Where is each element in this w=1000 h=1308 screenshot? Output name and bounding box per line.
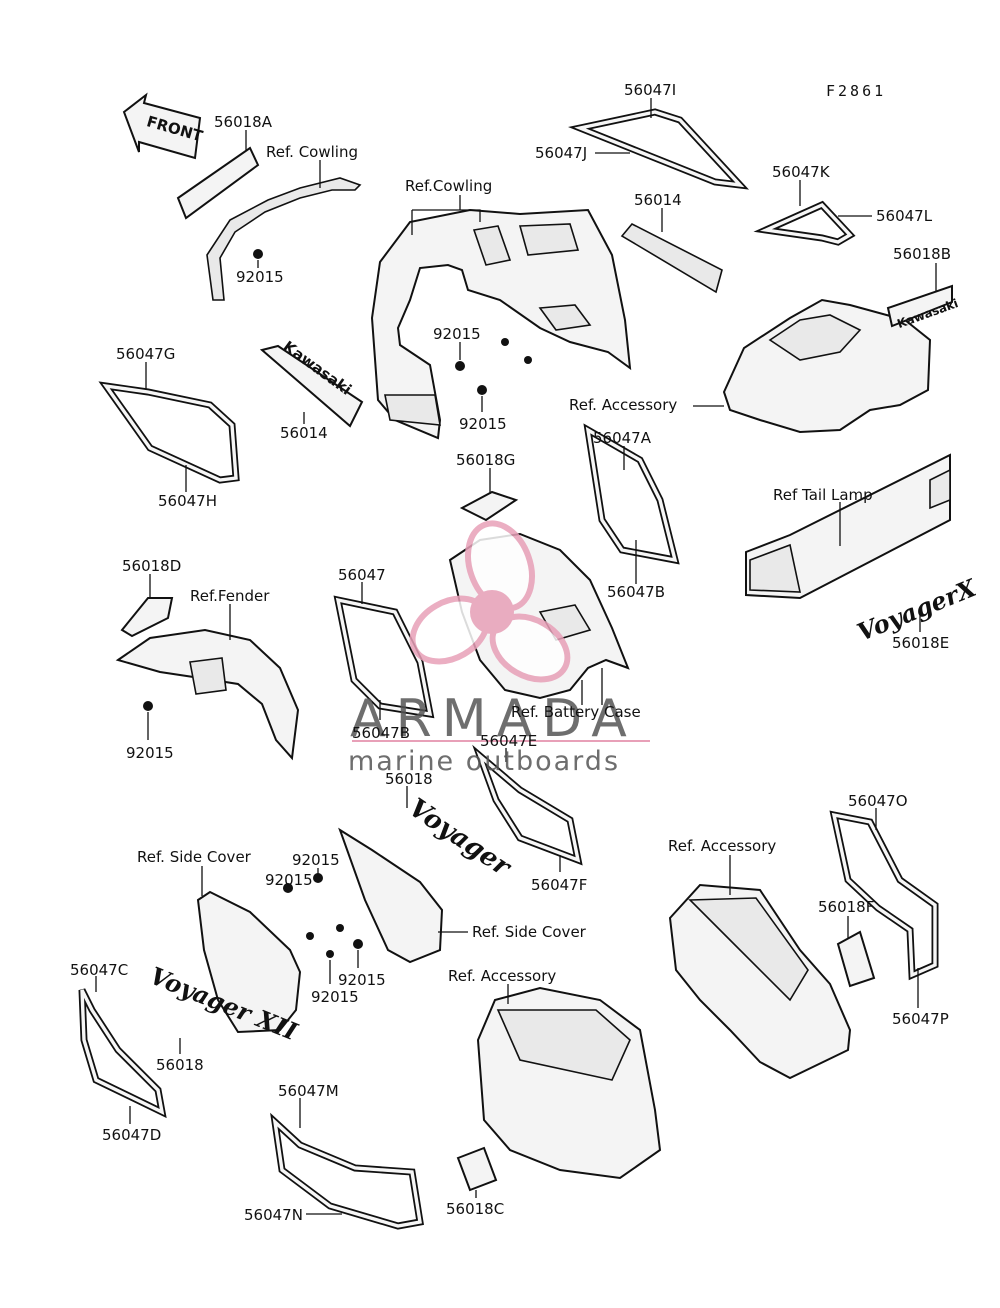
- label-56047h: 56047H: [158, 492, 217, 510]
- front-arrow-emblem: FRONT: [122, 92, 205, 160]
- label-56047a: 56047A: [593, 429, 652, 447]
- label-56014-top: 56014: [634, 191, 682, 209]
- plate-56018f: [836, 930, 876, 988]
- label-56014-mid: 56014: [280, 424, 328, 442]
- upper-cowling: [370, 208, 632, 440]
- label-56018-low: 56018: [156, 1056, 204, 1074]
- gasket-56047a-b: [583, 423, 680, 565]
- label-92015-a: 92015: [236, 268, 284, 286]
- label-56047f: 56047F: [531, 876, 587, 894]
- gasket-56047o-p: [829, 810, 939, 981]
- label-56047l: 56047L: [876, 207, 933, 225]
- label-56018e: 56018E: [892, 634, 949, 652]
- label-56047m: 56047M: [278, 1082, 339, 1100]
- saddlebag-left: [476, 986, 662, 1180]
- label-56047n: 56047N: [244, 1206, 303, 1224]
- label-56018d: 56018D: [122, 557, 181, 575]
- label-56047d: 56047D: [102, 1126, 161, 1144]
- kawasaki-emblem-mid: Kawasaki: [259, 337, 364, 428]
- plate-56018c: [456, 1146, 498, 1192]
- label-56047o: 56047O: [848, 792, 908, 810]
- label-92015-g: 92015: [338, 971, 386, 989]
- label-ref-battery-case: Ref. Battery Case: [511, 703, 641, 721]
- label-92015-d: 92015: [126, 744, 174, 762]
- label-56047: 56047: [338, 566, 386, 584]
- label-56047k: 56047K: [772, 163, 831, 181]
- gasket-56047e-f: [472, 744, 583, 866]
- label-92015-c: 92015: [459, 415, 507, 433]
- label-92015-f: 92015: [265, 871, 313, 889]
- label-56047g: 56047G: [116, 345, 175, 363]
- label-ref-side-cover-1: Ref. Side Cover: [137, 848, 252, 866]
- label-56018a: 56018A: [214, 113, 273, 131]
- diagram-code: F2861: [826, 82, 886, 100]
- label-56047b-mid: 56047B: [352, 724, 410, 742]
- label-ref-accessory-2: Ref. Accessory: [668, 837, 776, 855]
- plate-56018g: [459, 490, 519, 522]
- tail-lamp: [745, 453, 951, 600]
- label-ref-fender: Ref.Fender: [190, 587, 270, 605]
- label-92015-b: 92015: [433, 325, 481, 343]
- plate-56018a: [176, 146, 260, 220]
- strip-56014-top: [620, 222, 723, 294]
- label-56047c: 56047C: [70, 961, 128, 979]
- label-56047e: 56047E: [480, 732, 537, 750]
- label-ref-tail-lamp: Ref Tail Lamp: [773, 486, 873, 504]
- top-case: [722, 298, 932, 434]
- label-56047p: 56047P: [892, 1010, 949, 1028]
- label-92015-h: 92015: [311, 988, 359, 1006]
- label-ref-side-cover-2: Ref. Side Cover: [472, 923, 587, 941]
- cowling-trim-strip: [206, 177, 362, 301]
- label-56047i: 56047I: [624, 81, 676, 99]
- label-56018f: 56018F: [818, 898, 874, 916]
- watermark-brand: ARMADA: [350, 689, 637, 749]
- label-56018-mid: 56018: [385, 770, 433, 788]
- label-56047j: 56047J: [535, 144, 587, 162]
- side-cover-left: [196, 890, 302, 1034]
- label-56018g: 56018G: [456, 451, 515, 469]
- gasket-56047k-l: [753, 200, 856, 246]
- leader-lines: [95, 98, 937, 1215]
- kawasaki-emblem-right: Kawasaki: [886, 284, 960, 331]
- plate-56018d: [120, 597, 174, 638]
- label-ref-accessory-3: Ref. Accessory: [448, 967, 556, 985]
- fender: [115, 628, 300, 761]
- part-labels: F2861 56047I 56047J 56018A Ref. Cowling …: [70, 81, 951, 1224]
- label-ref-cowling-1: Ref. Cowling: [266, 143, 358, 161]
- propeller-logo-icon: [409, 520, 571, 683]
- label-56018b: 56018B: [893, 245, 951, 263]
- label-92015-e: 92015: [292, 851, 340, 869]
- gasket-56047-b: [333, 595, 435, 719]
- watermark-tagline: marine outboards: [348, 746, 620, 777]
- saddlebag-right: [668, 883, 852, 1080]
- side-cover-right: [338, 827, 444, 964]
- gasket-56047c-d: [78, 988, 167, 1119]
- gasket-56047m-n: [270, 1112, 424, 1230]
- label-ref-accessory-1: Ref. Accessory: [569, 396, 677, 414]
- label-ref-cowling-2: Ref.Cowling: [405, 177, 492, 195]
- screws-92015: [143, 249, 532, 958]
- gasket-56047g-h: [98, 381, 240, 484]
- label-56018c: 56018C: [446, 1200, 504, 1218]
- gasket-56047i-j: [568, 108, 750, 190]
- label-56047b-right: 56047B: [607, 583, 665, 601]
- armada-watermark: ARMADA marine outboards: [348, 520, 650, 777]
